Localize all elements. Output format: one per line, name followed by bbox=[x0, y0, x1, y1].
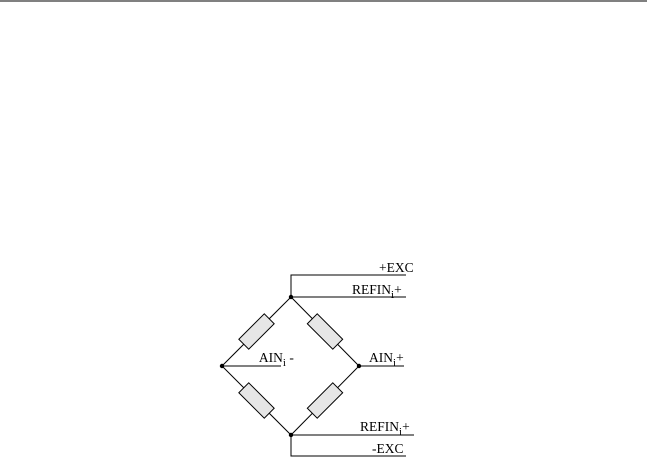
node-top bbox=[288, 294, 294, 300]
label-ain-plus: AINi+ bbox=[369, 350, 404, 369]
node-bottom bbox=[288, 432, 294, 438]
resistor-bottom-left bbox=[238, 382, 275, 419]
label-plus-exc: +EXC bbox=[379, 260, 414, 275]
resistor-bottom-right bbox=[306, 382, 344, 419]
wire-plus-exc bbox=[290, 274, 406, 297]
resistor-top-right bbox=[306, 313, 344, 350]
node-left bbox=[219, 363, 225, 369]
label-refin-top: REFINi+ bbox=[352, 282, 402, 301]
resistor-top-left bbox=[238, 313, 275, 350]
wire-minus-exc bbox=[290, 435, 406, 457]
label-minus-exc: -EXC bbox=[372, 441, 404, 456]
label-ain-minus: AINi - bbox=[236, 350, 311, 369]
node-right bbox=[356, 363, 362, 369]
label-refin-bottom: REFINi+ bbox=[360, 419, 410, 438]
